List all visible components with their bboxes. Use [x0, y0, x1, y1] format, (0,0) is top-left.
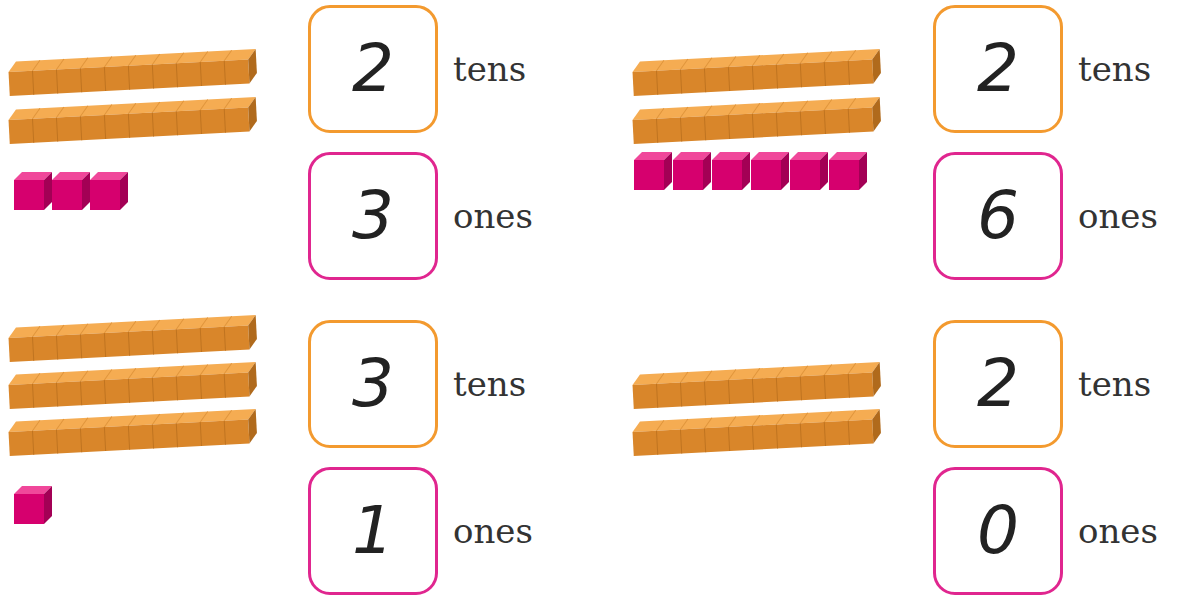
- digit: 2: [977, 351, 1019, 417]
- digit: 2: [977, 36, 1019, 102]
- place-value-label: tens: [453, 367, 526, 401]
- place-value-label: ones: [1078, 514, 1158, 548]
- digit: 1: [352, 498, 394, 564]
- place-value-label: tens: [1078, 367, 1151, 401]
- number-box: 2tens: [308, 5, 438, 133]
- place-value-label: ones: [453, 514, 533, 548]
- digit: 3: [352, 183, 394, 249]
- number-box: 1ones: [308, 467, 438, 595]
- number-box: 0ones: [933, 467, 1063, 595]
- place-value-label: tens: [453, 52, 526, 86]
- place-value-label: tens: [1078, 52, 1151, 86]
- number-box: 3ones: [308, 152, 438, 280]
- digit: 2: [352, 36, 394, 102]
- number-box: 3tens: [308, 320, 438, 448]
- place-value-label: ones: [453, 199, 533, 233]
- digit: 0: [977, 498, 1019, 564]
- place-value-label: ones: [1078, 199, 1158, 233]
- number-box: 2tens: [933, 5, 1063, 133]
- number-box: 6ones: [933, 152, 1063, 280]
- digit: 3: [352, 351, 394, 417]
- digit: 6: [977, 183, 1019, 249]
- number-box: 2tens: [933, 320, 1063, 448]
